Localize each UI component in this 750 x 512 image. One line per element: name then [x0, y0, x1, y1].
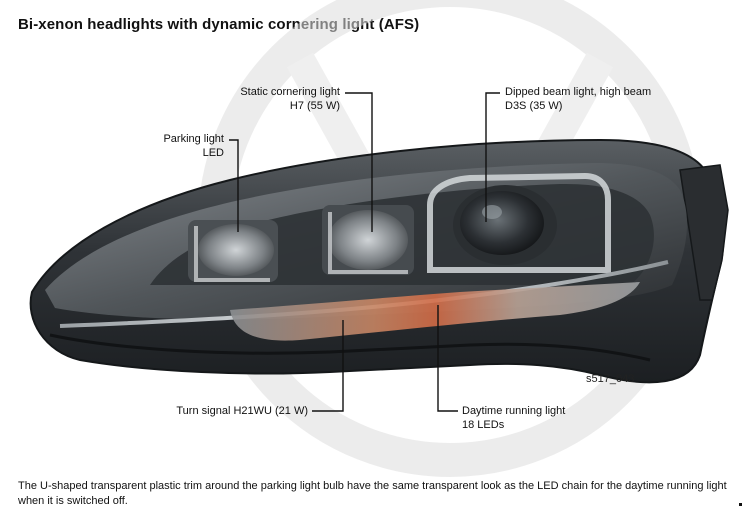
leader-daytime-running: [437, 305, 458, 412]
label-parking-light: Parking light LED: [163, 133, 224, 159]
label-turn-signal: Turn signal H21WU (21 W): [176, 405, 308, 417]
projector-module: [427, 172, 611, 273]
leader-lines: [229, 92, 500, 412]
leader-static-cornering: [345, 92, 373, 232]
leader-turn-signal: [312, 320, 344, 412]
figure-code: s517_043: [586, 373, 635, 385]
cornering-light-reflector: [322, 205, 414, 275]
mounting-bracket: [679, 164, 729, 301]
label-dipped-beam-light: Dipped beam light, high beam D3S (35 W): [505, 86, 652, 112]
figure-caption: The U-shaped transparent plastic trim ar…: [18, 480, 727, 507]
housing-lower-edge: [49, 333, 651, 362]
label-static-cornering-light: Static cornering light H7 (55 W): [240, 86, 340, 112]
turn-signal-band: [230, 282, 640, 341]
page-marker: [739, 503, 742, 506]
label-daytime-running-light: Daytime running light 18 LEDs: [462, 405, 566, 431]
leader-dipped-beam: [485, 92, 500, 222]
parking-light-reflector: [188, 220, 278, 282]
leader-parking: [229, 139, 239, 232]
